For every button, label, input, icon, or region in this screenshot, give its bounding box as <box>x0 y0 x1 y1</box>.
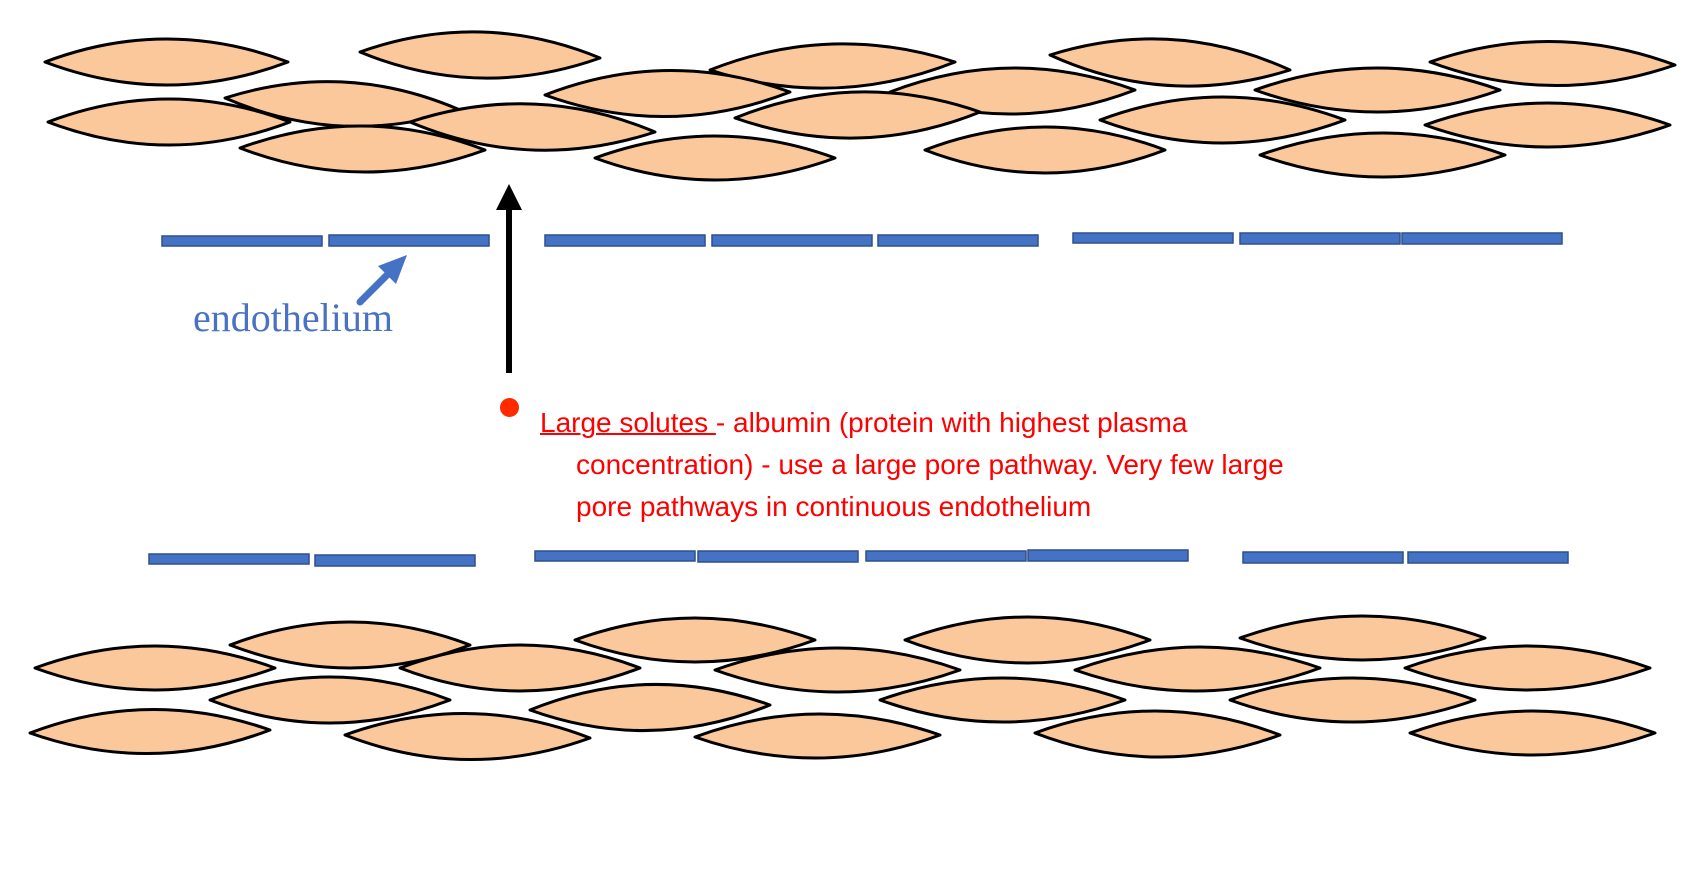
endothelium-pointer-arrow <box>356 255 407 306</box>
smooth-muscle-cell <box>1073 645 1322 693</box>
smooth-muscle-cell <box>1408 709 1657 757</box>
smooth-muscle-cell <box>238 124 487 174</box>
endothelial-cell <box>328 234 490 247</box>
smooth-muscle-cell <box>343 711 592 762</box>
endothelial-cell <box>1027 549 1189 562</box>
smooth-muscle-cell <box>1258 131 1507 179</box>
smooth-muscle-cell <box>1253 66 1502 114</box>
smooth-muscle-cell <box>903 615 1152 665</box>
smooth-muscle-cell <box>1238 614 1487 662</box>
smooth-muscle-cell <box>1098 95 1347 145</box>
endothelial-cell <box>1072 232 1234 244</box>
endothelial-cell <box>711 234 873 247</box>
top-smooth-muscle-layer <box>43 30 1677 182</box>
endothelial-cell <box>865 550 1027 562</box>
bottom-smooth-muscle-layer <box>28 614 1657 762</box>
bullet-dot <box>500 398 519 417</box>
smooth-muscle-cell <box>713 646 962 694</box>
large-solutes-heading: Large solutes <box>540 407 716 438</box>
bottom-endothelium-layer <box>148 549 1569 567</box>
smooth-muscle-cell <box>46 97 292 147</box>
smooth-muscle-cell <box>1228 676 1477 724</box>
smooth-muscle-cell <box>408 102 657 152</box>
endothelial-cell <box>161 235 323 247</box>
endothelial-cell <box>148 553 310 565</box>
smooth-muscle-cell <box>528 683 772 732</box>
smooth-muscle-cell <box>43 37 290 87</box>
smooth-muscle-cell <box>1428 40 1677 87</box>
annotation-line3: pore pathways in continuous endothelium <box>576 491 1092 522</box>
large-pore-pathway-arrow <box>496 184 522 373</box>
endothelial-cell <box>1242 551 1404 564</box>
annotation-line2: concentration) - use a large pore pathwa… <box>576 449 1284 480</box>
smooth-muscle-cell <box>593 134 837 182</box>
endothelium-label: endothelium <box>193 295 393 340</box>
smooth-muscle-cell <box>693 712 942 760</box>
smooth-muscle-cell <box>208 675 452 725</box>
smooth-muscle-cell <box>1403 644 1652 692</box>
smooth-muscle-cell <box>878 676 1127 724</box>
smooth-muscle-cell <box>543 68 792 119</box>
endothelial-cell <box>877 234 1039 247</box>
smooth-muscle-cell <box>1048 37 1292 88</box>
smooth-muscle-cell <box>228 620 472 670</box>
smooth-muscle-cell <box>733 90 982 140</box>
smooth-muscle-cell <box>1423 101 1672 149</box>
endothelial-cell <box>697 550 859 563</box>
endothelial-cell <box>1239 232 1401 245</box>
smooth-muscle-cell <box>923 125 1167 175</box>
smooth-muscle-cell <box>1033 709 1282 759</box>
smooth-muscle-cell <box>398 643 642 693</box>
large-solutes-annotation: Large solutes - albumin (protein with hi… <box>540 402 1440 528</box>
smooth-muscle-cell <box>28 708 272 755</box>
smooth-muscle-cell <box>573 616 817 664</box>
smooth-muscle-cell <box>708 42 957 90</box>
endothelial-cell <box>534 550 696 562</box>
smooth-muscle-cell <box>33 644 277 692</box>
endothelial-cell <box>544 234 706 247</box>
top-endothelium-layer <box>161 232 1563 247</box>
endothelial-cell <box>1407 551 1569 564</box>
annotation-line1: - albumin (protein with highest plasma <box>715 407 1188 438</box>
endothelial-cell <box>1401 232 1563 245</box>
smooth-muscle-cell <box>358 30 602 80</box>
endothelial-cell <box>314 554 476 567</box>
